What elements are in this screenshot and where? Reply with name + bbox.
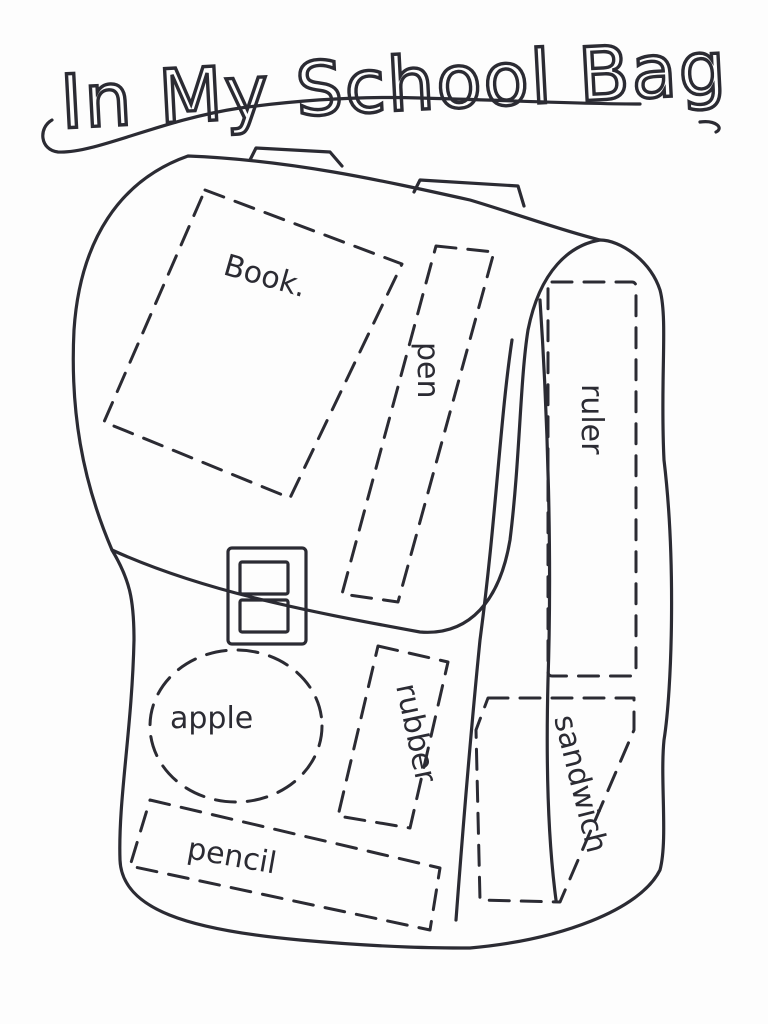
pen-box [340, 244, 496, 604]
pencil-box [128, 798, 442, 932]
ruler-box [546, 280, 638, 678]
buckle-upper-slot [238, 560, 290, 596]
sandwich-box [474, 696, 636, 904]
title-end-curl [698, 120, 721, 134]
bag-handle-right [412, 178, 526, 208]
buckle-frame [226, 546, 308, 646]
rubber-box [336, 644, 450, 830]
bag-side-panel [454, 338, 514, 922]
sandwich-label: sandwich [546, 711, 614, 856]
pencil-label: pencil [185, 831, 279, 881]
ruler-label: ruler [574, 384, 609, 455]
pen-label: pen [410, 342, 445, 399]
bag-handle-left [248, 146, 344, 168]
title-underline-swirl [41, 95, 642, 154]
bag-flap [110, 238, 602, 634]
rubber-label: rubber [388, 680, 443, 786]
book-label: Book. [220, 248, 311, 305]
book-box [102, 188, 404, 500]
buckle-lower-slot [238, 598, 290, 634]
apple-box [148, 648, 324, 804]
apple-label: apple [170, 701, 253, 736]
